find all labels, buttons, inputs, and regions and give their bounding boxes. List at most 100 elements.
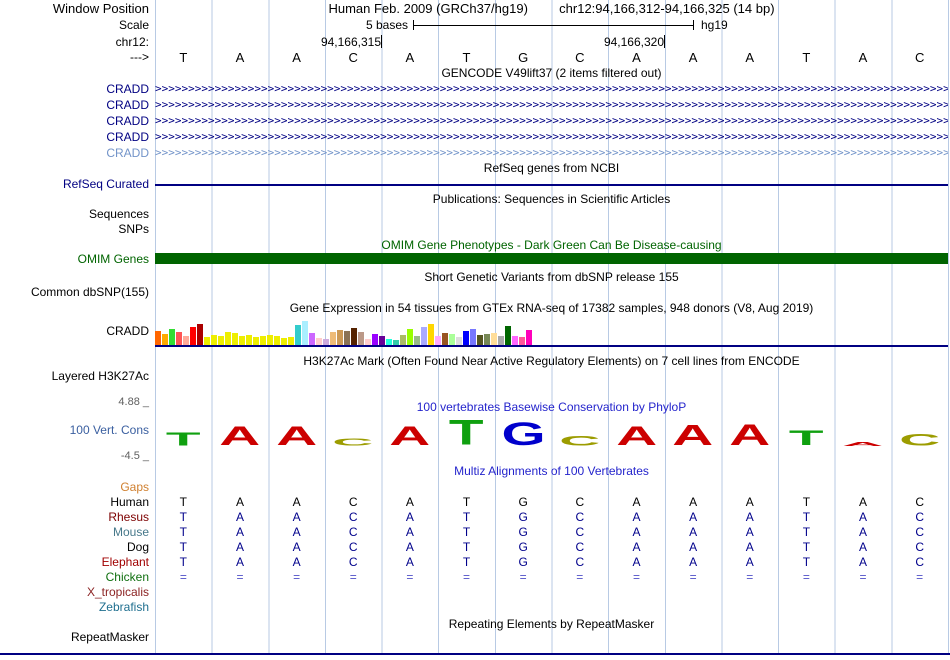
gtex-tissue-bar[interactable] [498, 336, 504, 345]
gtex-tissue-bar[interactable] [190, 327, 196, 345]
gtex-tissue-bar[interactable] [365, 339, 371, 345]
gtex-tissue-bar[interactable] [218, 336, 224, 345]
gtex-tissue-bar[interactable] [239, 336, 245, 345]
alignment-row-x-tropicalis[interactable]: X_tropicalis [0, 585, 948, 600]
transcript-row[interactable]: CRADD >>>>>>>>>>>>>>>>>>>>>>>>>>>>>>>>>>… [0, 129, 948, 145]
gtex-tissue-bar[interactable] [421, 327, 427, 345]
alignment-row-zebrafish[interactable]: Zebrafish [0, 600, 948, 615]
gtex-tissue-bar[interactable] [351, 328, 357, 345]
gtex-tissue-bar[interactable] [372, 334, 378, 345]
gtex-tissue-bar[interactable] [183, 336, 189, 345]
gtex-tissue-bar[interactable] [309, 333, 315, 345]
transcript-arrow-line[interactable]: >>>>>>>>>>>>>>>>>>>>>>>>>>>>>>>>>>>>>>>>… [155, 146, 948, 159]
gtex-tissue-bar[interactable] [456, 337, 462, 345]
gtex-tissue-bar[interactable] [414, 336, 420, 345]
alignment-base: A [405, 540, 414, 554]
gtex-tissue-bar[interactable] [176, 332, 182, 345]
gtex-tissue-bar[interactable] [232, 333, 238, 345]
gtex-tissue-bar[interactable] [407, 329, 413, 345]
logo-letter: A [219, 421, 261, 451]
gtex-tissue-bar[interactable] [267, 335, 273, 345]
gtex-tissue-bar[interactable] [428, 324, 434, 345]
logo-column: C [551, 416, 608, 448]
gtex-tissue-bar[interactable] [449, 334, 455, 345]
gtex-tissue-bar[interactable] [358, 332, 364, 345]
alignment-row-chicken[interactable]: Chicken ============== [0, 570, 948, 585]
gtex-tissue-bar[interactable] [281, 338, 287, 345]
gtex-tissue-bar[interactable] [169, 329, 175, 345]
gtex-tissue-bar[interactable] [253, 337, 259, 345]
gtex-tissue-bar[interactable] [470, 329, 476, 345]
gtex-tissue-bar[interactable] [337, 330, 343, 345]
alignment-base: A [689, 525, 698, 539]
conservation-track-label: 100 Vert. Cons [69, 423, 149, 437]
gtex-tissue-bar[interactable] [330, 332, 336, 345]
gtex-tissue-bar[interactable] [505, 326, 511, 345]
transcript-row[interactable]: CRADD >>>>>>>>>>>>>>>>>>>>>>>>>>>>>>>>>>… [0, 145, 948, 161]
gtex-tissue-bar[interactable] [204, 337, 210, 345]
gtex-gene-model-line[interactable] [155, 345, 948, 347]
gtex-tissue-bar[interactable] [155, 331, 161, 345]
dbsnp-track-title: Short Genetic Variants from dbSNP releas… [424, 270, 679, 284]
gtex-tissue-bar[interactable] [512, 336, 518, 345]
gtex-tissue-bar[interactable] [484, 334, 490, 345]
transcript-arrow-line[interactable]: >>>>>>>>>>>>>>>>>>>>>>>>>>>>>>>>>>>>>>>>… [155, 82, 948, 95]
gtex-tissue-bar[interactable] [463, 331, 469, 345]
h3k27ac-track-label: Layered H3K27Ac [51, 369, 149, 383]
logo-letter: A [276, 421, 318, 451]
gtex-tissue-bar[interactable] [211, 335, 217, 345]
species-label: Gaps [120, 480, 149, 494]
transcript-arrow-line[interactable]: >>>>>>>>>>>>>>>>>>>>>>>>>>>>>>>>>>>>>>>>… [155, 130, 948, 143]
gtex-tissue-bar[interactable] [197, 324, 203, 345]
gtex-bar-chart[interactable] [155, 317, 948, 345]
species-label: X_tropicalis [86, 585, 149, 599]
gtex-tissue-bar[interactable] [323, 339, 329, 345]
alignment-base: A [745, 510, 754, 524]
base-letter: A [632, 50, 641, 65]
transcript-row[interactable]: CRADD >>>>>>>>>>>>>>>>>>>>>>>>>>>>>>>>>>… [0, 97, 948, 113]
alignment-base: A [235, 495, 244, 509]
omim-gene-bar[interactable] [155, 253, 948, 264]
gtex-tissue-bar[interactable] [274, 336, 280, 345]
alignment-base: A [632, 540, 641, 554]
gtex-tissue-bar[interactable] [225, 332, 231, 345]
alignment-base: = [689, 570, 697, 584]
bottom-border-line [0, 653, 950, 655]
gtex-tissue-bar[interactable] [435, 336, 441, 345]
alignment-base: A [859, 510, 868, 524]
gtex-tissue-bar[interactable] [526, 330, 532, 345]
gtex-tissue-bar[interactable] [344, 331, 350, 345]
transcript-row[interactable]: CRADD >>>>>>>>>>>>>>>>>>>>>>>>>>>>>>>>>>… [0, 113, 948, 129]
gtex-tissue-bar[interactable] [246, 335, 252, 345]
alignment-base: G [518, 540, 528, 554]
logo-column: C [891, 416, 948, 448]
gtex-tissue-bar[interactable] [519, 337, 525, 345]
phylop-max-value: 4.88 _ [118, 396, 149, 408]
transcript-arrow-line[interactable]: >>>>>>>>>>>>>>>>>>>>>>>>>>>>>>>>>>>>>>>>… [155, 114, 948, 127]
transcript-arrow-line[interactable]: >>>>>>>>>>>>>>>>>>>>>>>>>>>>>>>>>>>>>>>>… [155, 98, 948, 111]
alignment-base: C [915, 525, 924, 539]
gtex-tissue-bar[interactable] [316, 338, 322, 345]
gtex-tissue-bar[interactable] [162, 334, 168, 345]
alignment-row-gaps[interactable]: Gaps [0, 480, 948, 495]
gtex-tissue-bar[interactable] [260, 336, 266, 345]
gtex-tissue-bar[interactable] [379, 336, 385, 345]
gtex-tissue-bar[interactable] [477, 335, 483, 345]
gtex-tissue-bar[interactable] [386, 339, 392, 345]
gtex-tissue-bar[interactable] [288, 337, 294, 345]
refseq-gene-line[interactable] [155, 184, 948, 186]
gtex-tissue-bar[interactable] [393, 340, 399, 345]
transcript-row[interactable]: CRADD >>>>>>>>>>>>>>>>>>>>>>>>>>>>>>>>>>… [0, 81, 948, 97]
gtex-tissue-bar[interactable] [400, 335, 406, 345]
gtex-tissue-bar[interactable] [442, 333, 448, 345]
gtex-tissue-bar[interactable] [302, 321, 308, 345]
gtex-tissue-bar[interactable] [295, 325, 301, 345]
gtex-tissue-bar[interactable] [491, 333, 497, 345]
alignment-base: A [235, 555, 244, 569]
